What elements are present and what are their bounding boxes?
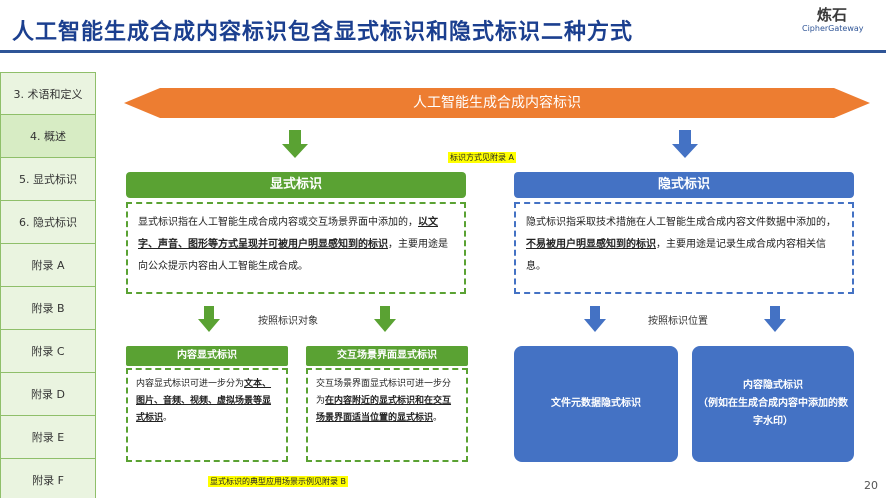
page-number: 20 [864,479,878,492]
explicit-desc-post: ，主要用途是向公众提示内容由人工智能生成合成。 [138,239,448,272]
explicit-mid-label: 按照标识对象 [258,316,318,327]
down-arrow-icon [374,306,396,332]
sidebar-item-overview[interactable]: 4. 概述 [0,115,96,158]
implicit-desc-post: ，主要用途是记录生成合成内容相关信息。 [526,239,826,272]
implicit-desc-bold: 不易被用户明显感知到的标识 [526,239,656,250]
title-divider [0,50,886,53]
explicit-description: 显式标识指在人工智能生成合成内容或交互场景界面中添加的，以文字、声音、图形等方式… [126,202,466,294]
down-arrow-icon [198,306,220,332]
sidebar-item-appendix-c[interactable]: 附录 C [0,330,96,373]
content-implicit-title: 内容隐式标识 [743,380,803,391]
interaction-explicit-header: 交互场景界面显式标识 [306,346,468,366]
interaction-explicit-bold: 在内容附近的显式标识和在交互场景界面适当位置的显式标识 [316,396,452,423]
appendix-b-note: 显式标识的典型应用场景示例见附录 B [208,476,349,487]
logo-subtitle: CipherGateway [802,24,864,33]
logo-name: 炼石 [816,6,847,24]
sidebar-item-appendix-e[interactable]: 附录 E [0,416,96,459]
sidebar-item-appendix-a[interactable]: 附录 A [0,244,96,287]
content-implicit-example: （例如在生成合成内容中添加的数字水印） [698,398,848,427]
content-implicit-card: 内容隐式标识 （例如在生成合成内容中添加的数字水印） [692,346,854,462]
company-logo: 炼石 CipherGateway [802,6,864,34]
sidebar-item-appendix-f[interactable]: 附录 F [0,459,96,498]
sidebar-nav: 3. 术语和定义 4. 概述 5. 显式标识 6. 隐式标识 附录 A 附录 B… [0,72,96,498]
sidebar-item-appendix-d[interactable]: 附录 D [0,373,96,416]
down-arrow-icon [282,130,308,158]
down-arrow-icon [764,306,786,332]
down-arrow-icon [672,130,698,158]
content-explicit-header: 内容显式标识 [126,346,288,366]
sidebar-item-implicit[interactable]: 6. 隐式标识 [0,201,96,244]
implicit-description: 隐式标识指采取技术措施在人工智能生成合成内容文件数据中添加的， 不易被用户明显感知… [514,202,854,294]
page-title: 人工智能生成合成内容标识包含显式标识和隐式标识二种方式 [12,20,634,45]
implicit-header: 隐式标识 [514,172,854,198]
main-banner: 人工智能生成合成内容标识 [124,88,870,118]
content-explicit-post: 。 [163,413,173,423]
file-metadata-implicit-card: 文件元数据隐式标识 [514,346,678,462]
interaction-explicit-box: 交互场景界面显式标识可进一步分为在内容附近的显式标识和在交互场景界面适当位置的显… [306,368,468,462]
interaction-explicit-post: 。 [433,413,443,423]
file-metadata-title: 文件元数据隐式标识 [551,398,641,409]
sidebar-item-explicit[interactable]: 5. 显式标识 [0,158,96,201]
content-explicit-box: 内容显式标识可进一步分为文本、图片、音频、视频、虚拟场景等显式标识。 [126,368,288,462]
explicit-desc-bold: 以文字、声音、图形等方式呈现并可被用户明显感知到的标识 [138,217,438,250]
content-explicit-pre: 内容显式标识可进一步分为 [136,379,245,389]
sidebar-item-terms[interactable]: 3. 术语和定义 [0,72,96,115]
interaction-explicit-pre: 交互场景界面显式标识可进一步分为 [316,379,452,406]
implicit-desc-pre: 隐式标识指采取技术措施在人工智能生成合成内容文件数据中添加的， [526,217,836,228]
banner-shape [124,88,870,118]
content-explicit-bold: 文本、图片、音频、视频、虚拟场景等显式标识 [136,379,272,423]
implicit-mid-label: 按照标识位置 [648,316,708,327]
explicit-desc-pre: 显式标识指在人工智能生成合成内容或交互场景界面中添加的， [138,217,418,228]
appendix-a-note: 标识方式见附录 A [448,152,517,163]
banner-text: 人工智能生成合成内容标识 [413,95,581,111]
sidebar-item-appendix-b[interactable]: 附录 B [0,287,96,330]
explicit-header: 显式标识 [126,172,466,198]
down-arrow-icon [584,306,606,332]
